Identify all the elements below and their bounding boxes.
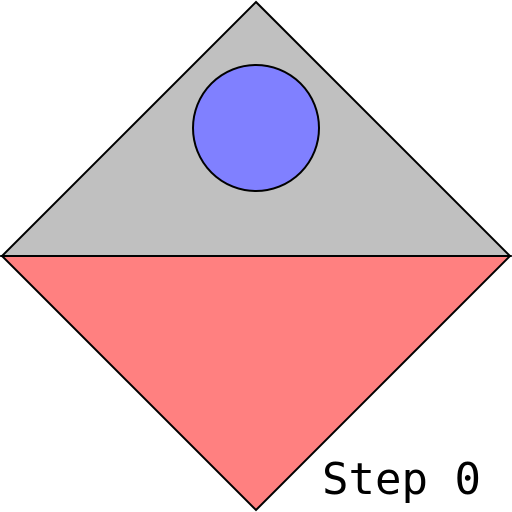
- ball: [192, 64, 320, 192]
- step-counter: Step 0: [322, 454, 481, 505]
- lower-region: [0, 255, 512, 512]
